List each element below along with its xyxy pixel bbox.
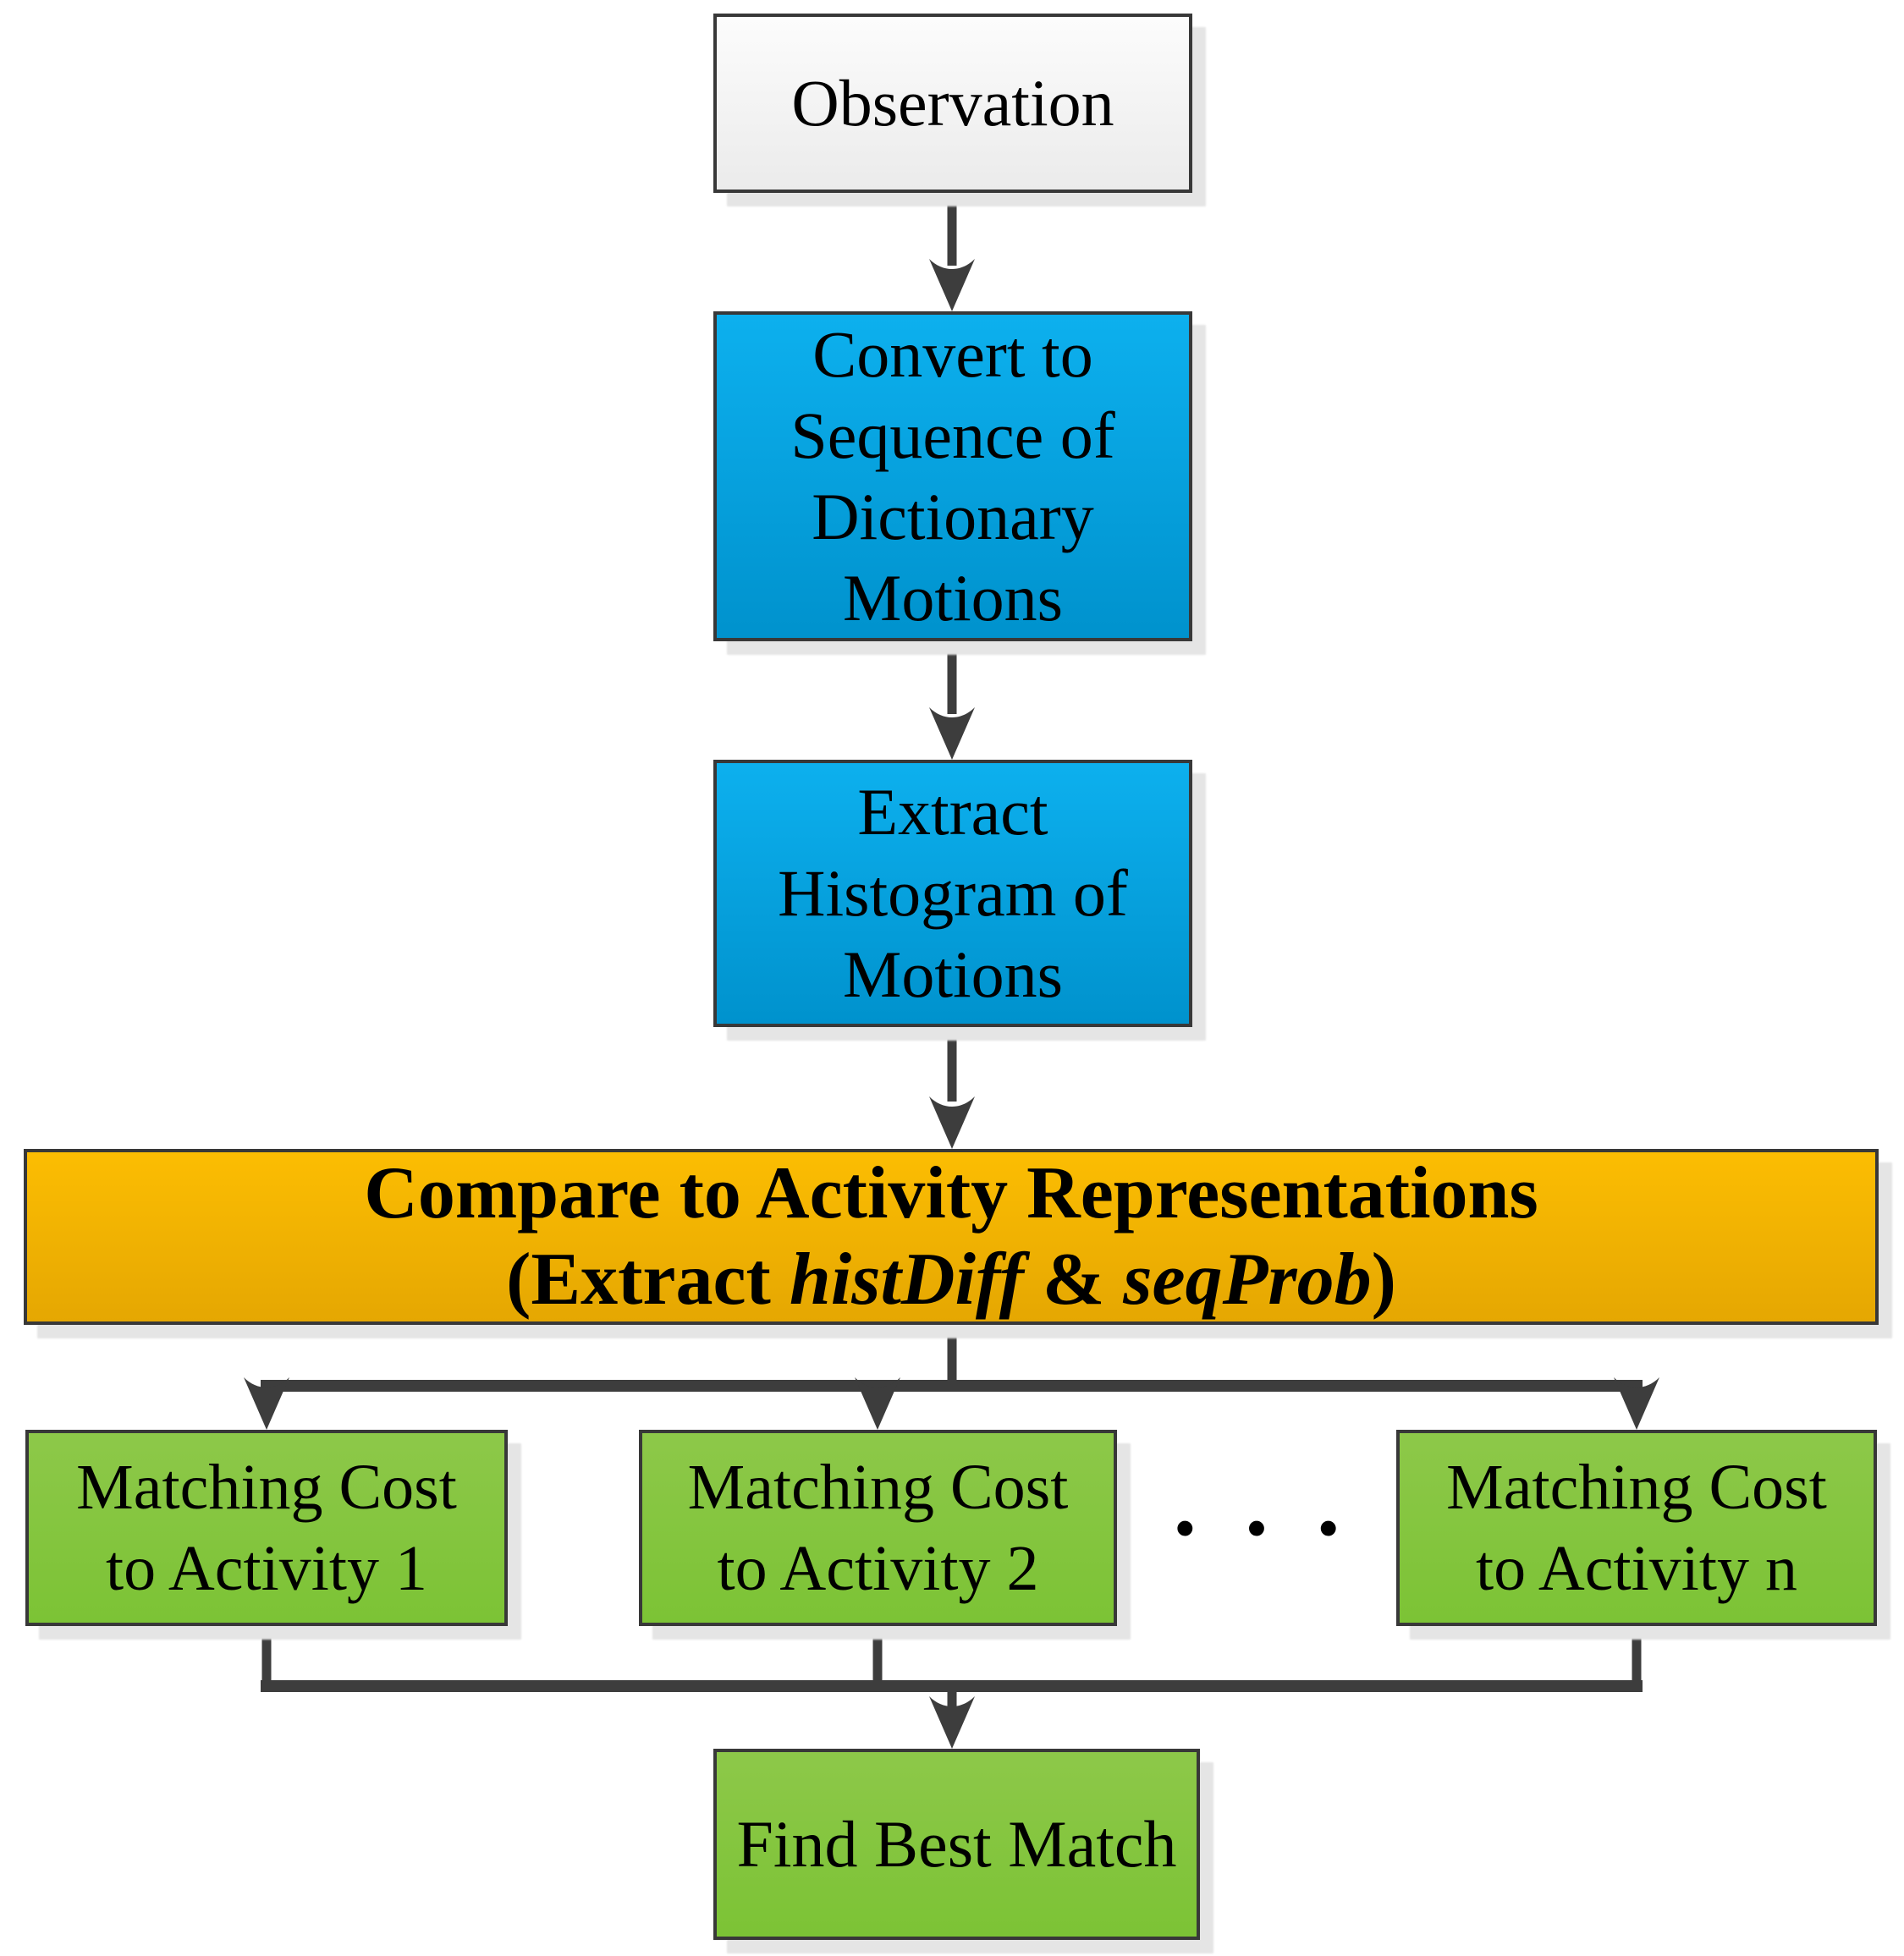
arrow-branch-to-match2-head <box>855 1377 900 1430</box>
node-matching-cost-activity-1: Matching Cost to Activity 1 <box>25 1430 508 1626</box>
node-match2-label-line2: to Activity 2 <box>717 1533 1039 1604</box>
node-convert-label-line1: Convert to <box>812 317 1093 391</box>
arrow-branch-to-match1-head <box>244 1377 289 1430</box>
compare-line2-amp: & <box>1023 1239 1124 1321</box>
compare-line2-suffix: ) <box>1371 1239 1396 1321</box>
node-compare-label-line1: Compare to Activity Representations <box>364 1152 1538 1234</box>
compare-line2-seqprob: seqProb <box>1123 1239 1372 1321</box>
node-extract-label-line3: Motions <box>842 937 1064 1011</box>
node-matchn-label-line1: Matching Cost <box>1446 1452 1827 1523</box>
arrow-extract-to-compare-head <box>929 1096 975 1149</box>
node-extract-label-line2: Histogram of <box>778 856 1128 930</box>
node-observation-label: Observation <box>791 66 1114 140</box>
arrow-collector-to-findbest-head <box>929 1696 975 1749</box>
arrow-convert-to-extract-head <box>929 707 975 760</box>
node-convert-label-line2: Sequence of <box>790 398 1115 472</box>
ellipsis-dots: ··· <box>1169 1475 1385 1580</box>
node-matching-cost-activity-2: Matching Cost to Activity 2 <box>639 1430 1117 1626</box>
compare-line2-prefix: (Extract <box>506 1239 790 1321</box>
node-matching-cost-activity-n: Matching Cost to Activity n <box>1396 1430 1877 1626</box>
node-observation: Observation <box>713 14 1192 193</box>
node-convert-label-line4: Motions <box>842 561 1064 635</box>
node-compare-activity-representations: Compare to Activity Representations (Ext… <box>24 1149 1879 1325</box>
compare-line2-histdiff: histDiff <box>789 1239 1024 1321</box>
node-find-best-match: Find Best Match <box>713 1749 1200 1940</box>
node-match2-label-line1: Matching Cost <box>687 1452 1069 1523</box>
node-compare-label-line2: (Extract histDiff & seqProb) <box>506 1237 1396 1323</box>
node-extract-histogram: Extract Histogram of Motions <box>713 760 1192 1027</box>
arrow-branch-to-matchn-head <box>1614 1377 1659 1430</box>
node-extract-label-line1: Extract <box>857 775 1048 849</box>
node-findbest-label: Find Best Match <box>736 1807 1177 1881</box>
node-convert-label-line3: Dictionary <box>812 480 1094 553</box>
arrow-observation-to-convert-head <box>929 259 975 311</box>
node-matchn-label-line2: to Activity n <box>1476 1533 1797 1604</box>
node-match1-label-line1: Matching Cost <box>76 1452 457 1523</box>
node-convert-to-sequence: Convert to Sequence of Dictionary Motion… <box>713 311 1192 641</box>
node-match1-label-line2: to Activity 1 <box>106 1533 427 1604</box>
